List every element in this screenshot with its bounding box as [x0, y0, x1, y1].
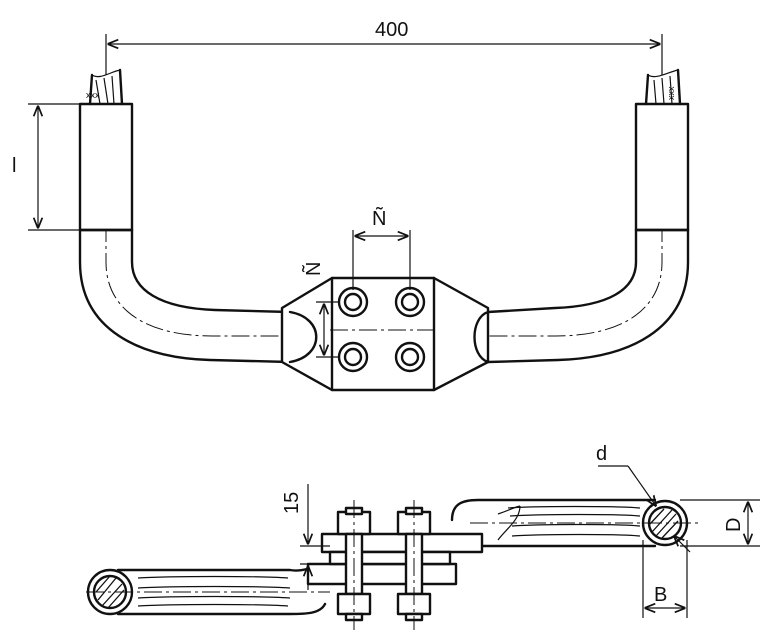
- dim-n-vertical: Ñ: [301, 262, 340, 358]
- side-view: 15 d D B: [86, 443, 760, 630]
- dim-400-label: 400: [375, 19, 408, 41]
- bolt-top-right: [394, 286, 426, 318]
- right-lug: [450, 498, 700, 548]
- dim-d-label: d: [596, 443, 607, 465]
- dim-15: 15: [281, 484, 330, 590]
- dim-n-horizontal-label: Ñ: [372, 206, 386, 230]
- left-wire-end: xxx: [86, 68, 124, 106]
- bolt-side-left: [336, 500, 372, 630]
- clamp-plate: [280, 276, 490, 392]
- dim-B: B: [642, 540, 688, 618]
- right-insulation: [634, 102, 690, 232]
- bolt-bottom-right: [394, 341, 426, 373]
- bolt-bottom-left: [337, 341, 369, 373]
- svg-text:xxx: xxx: [86, 90, 100, 100]
- right-tube: [420, 108, 690, 364]
- dim-D: D: [680, 499, 760, 547]
- dim-B-label: B: [654, 584, 667, 606]
- svg-text:xxx: xxx: [666, 86, 676, 100]
- bolt-top-left: [337, 286, 369, 318]
- left-lug: [86, 564, 330, 616]
- dim-l: l: [12, 103, 80, 231]
- left-insulation: [78, 102, 134, 232]
- right-wire-end: xxx: [644, 68, 682, 106]
- dim-l-label: l: [12, 155, 16, 177]
- dim-400: 400: [105, 19, 663, 75]
- dim-D-label: D: [723, 518, 745, 532]
- dim-n-vertical-label: Ñ: [301, 262, 325, 276]
- top-view: xxx xxx: [12, 19, 690, 392]
- dim-n-horizontal: Ñ: [352, 206, 411, 290]
- dim-15-label: 15: [281, 492, 303, 514]
- lower-plate: [306, 562, 458, 586]
- bolt-side-right: [396, 500, 432, 630]
